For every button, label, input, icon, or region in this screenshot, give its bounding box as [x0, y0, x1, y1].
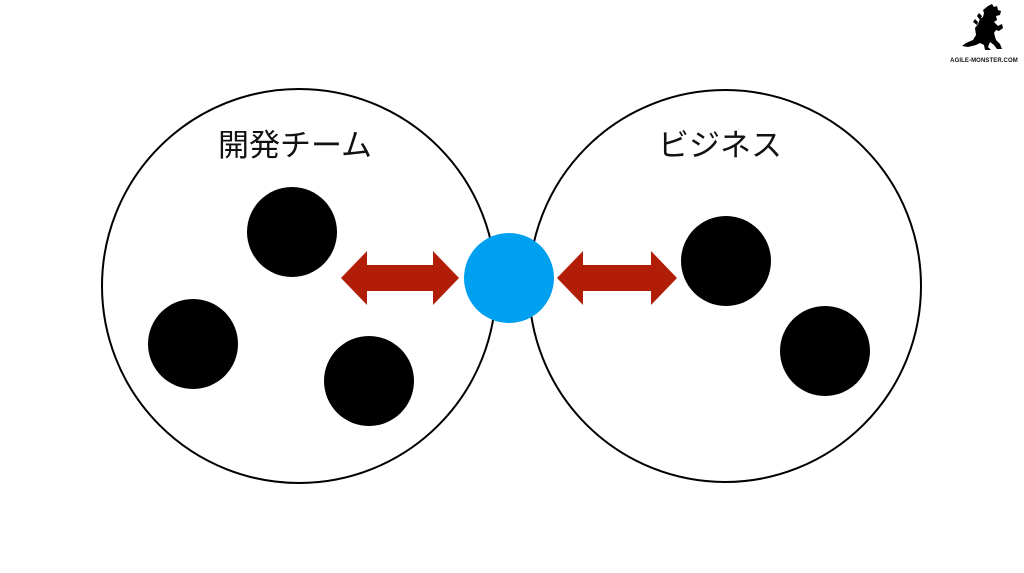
dev-member-1	[247, 187, 337, 277]
left-double-arrow	[341, 251, 459, 305]
business-member-1	[681, 216, 771, 306]
logo-text: AGILE-MONSTER.COM	[950, 58, 1018, 64]
monster-icon	[962, 4, 1003, 50]
right-double-arrow	[557, 251, 677, 305]
dev-team-label: 開発チーム	[217, 128, 373, 164]
business-label: ビジネス	[658, 128, 782, 164]
connector-node	[464, 233, 554, 323]
dev-member-2	[148, 299, 238, 389]
dev-member-3	[324, 336, 414, 426]
business-member-2	[780, 306, 870, 396]
agile-monster-logo[interactable]: AGILE-MONSTER.COM	[944, 0, 1024, 70]
